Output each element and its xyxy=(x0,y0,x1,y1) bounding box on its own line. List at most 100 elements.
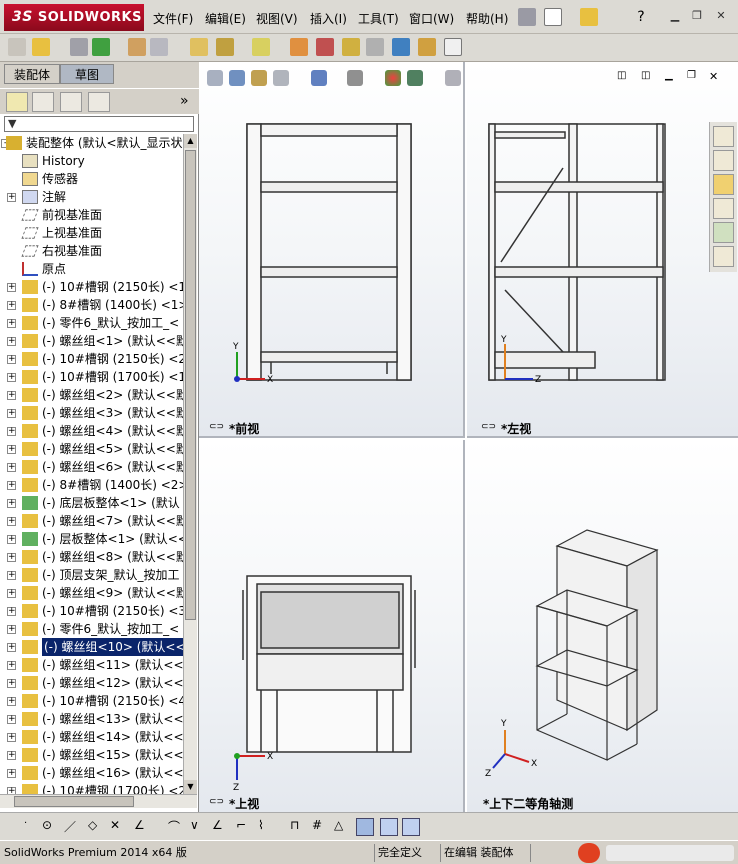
arc-icon[interactable]: ⌒ xyxy=(168,820,181,834)
view-settings-icon[interactable] xyxy=(445,70,461,86)
dimension-icon[interactable]: ⊓ xyxy=(290,818,300,832)
tree-item[interactable]: 原点 xyxy=(0,260,183,278)
tree-item[interactable]: +(-) 螺丝组<15> (默认<<默 xyxy=(0,746,183,764)
tree-item[interactable]: +注解 xyxy=(0,188,183,206)
expand-icon[interactable]: + xyxy=(7,408,16,418)
scroll-down-icon[interactable]: ▼ xyxy=(184,780,197,794)
expand-icon[interactable]: + xyxy=(7,282,16,292)
tree-item[interactable]: 上视基准面 xyxy=(0,224,183,242)
mate-icon[interactable] xyxy=(92,38,110,56)
rectangle-corner-icon[interactable]: ⌐ xyxy=(236,818,247,832)
move-component-icon[interactable] xyxy=(190,38,208,56)
tree-item[interactable]: +(-) 零件6_默认_按加工_< xyxy=(0,314,183,332)
line-icon[interactable]: ／ xyxy=(64,820,77,834)
section-icon[interactable] xyxy=(316,38,334,56)
open-folder-icon[interactable] xyxy=(580,8,598,26)
angle-icon[interactable]: ∠ xyxy=(134,818,145,832)
tree-item[interactable]: +(-) 零件6_默认_按加工_< xyxy=(0,620,183,638)
expand-icon[interactable]: + xyxy=(7,192,16,202)
solid-box-icon[interactable] xyxy=(356,818,374,836)
spline-icon[interactable]: ⌇ xyxy=(258,818,264,832)
view-orientation-icon[interactable] xyxy=(311,70,327,86)
tree-item[interactable]: +(-) 8#槽钢 (1400长) <1> xyxy=(0,296,183,314)
preview-icon[interactable] xyxy=(150,38,168,56)
expand-icon[interactable]: + xyxy=(7,426,16,436)
link-icon[interactable]: ⊂⊃ xyxy=(209,422,225,432)
scroll-up-icon[interactable]: ▲ xyxy=(184,134,197,148)
tree-vertical-scrollbar[interactable]: ▲ ▼ xyxy=(183,134,197,794)
scroll-thumb[interactable] xyxy=(185,150,196,620)
input-method-icon[interactable] xyxy=(578,843,600,863)
tree-item[interactable]: +(-) 螺丝组<13> (默认<<默 xyxy=(0,710,183,728)
tile-right-icon[interactable]: ◫ xyxy=(641,70,651,81)
polygon-icon[interactable]: ◇ xyxy=(88,818,98,832)
home-icon[interactable] xyxy=(713,126,734,147)
open-tool-icon[interactable] xyxy=(32,38,50,56)
vp-minimize-icon[interactable]: ▁ xyxy=(665,70,673,81)
tab-sketch[interactable]: 草图 xyxy=(60,64,114,84)
expand-icon[interactable]: + xyxy=(7,390,16,400)
help-icon[interactable]: ? xyxy=(637,9,645,25)
circle-icon[interactable]: ⊙ xyxy=(42,818,53,832)
tree-item[interactable]: +(-) 螺丝组<7> (默认<<默 xyxy=(0,512,183,530)
expand-icon[interactable]: + xyxy=(7,336,16,346)
file-explorer-icon[interactable] xyxy=(713,174,734,195)
expand-icon[interactable]: + xyxy=(7,534,16,544)
tree-item[interactable]: History xyxy=(0,152,183,170)
ime-toolbar[interactable] xyxy=(606,845,734,861)
point-icon[interactable]: · xyxy=(24,818,28,829)
link-icon[interactable]: ⊂⊃ xyxy=(481,422,497,432)
vp-restore-icon[interactable]: ❐ xyxy=(687,70,696,81)
expand-arrow-icon[interactable]: » xyxy=(180,93,189,109)
menu-window[interactable]: 窗口(W) xyxy=(409,12,455,26)
menu-file[interactable]: 文件(F) xyxy=(153,12,194,26)
tree-item[interactable]: +(-) 螺丝组<11> (默认<<默 xyxy=(0,656,183,674)
expand-icon[interactable]: + xyxy=(7,624,16,634)
menu-tools[interactable]: 工具(T) xyxy=(358,12,399,26)
viewport-top[interactable]: X Z *上视 ⊂⊃ xyxy=(199,440,465,812)
viewport-left[interactable]: ◫ ◫ ▁ ❐ ✕ Y Z xyxy=(467,62,738,438)
expand-icon[interactable]: + xyxy=(7,570,16,580)
tab-assembly[interactable]: 装配体 xyxy=(4,64,60,84)
vp-close-icon[interactable]: ✕ xyxy=(709,70,719,83)
expand-icon[interactable]: + xyxy=(7,606,16,616)
tree-item[interactable]: +(-) 顶层支架_默认_按加工 xyxy=(0,566,183,584)
interference-icon[interactable] xyxy=(290,38,308,56)
expand-icon[interactable]: + xyxy=(7,732,16,742)
mass-properties-icon[interactable] xyxy=(418,38,436,56)
menu-help[interactable]: 帮助(H) xyxy=(466,12,509,26)
display-manager-icon[interactable] xyxy=(88,92,110,112)
angle-tool-icon[interactable]: △ xyxy=(334,818,344,832)
viewport-isometric[interactable]: Y X Z *上下二等角轴测 xyxy=(467,440,738,812)
expand-icon[interactable]: + xyxy=(7,354,16,364)
disabled-tool-icon[interactable] xyxy=(366,38,384,56)
graphics-area[interactable]: Y X *前视 ⊂⊃ ◫ ◫ ▁ ❐ ✕ xyxy=(199,62,738,812)
previous-view-icon[interactable] xyxy=(251,70,267,86)
tree-item[interactable]: +(-) 螺丝组<9> (默认<<默 xyxy=(0,584,183,602)
viewport-front[interactable]: Y X *前视 ⊂⊃ xyxy=(199,62,465,438)
tree-item[interactable]: 前视基准面 xyxy=(0,206,183,224)
tree-filter[interactable]: ▼ xyxy=(4,116,194,132)
assembly-tool-icon[interactable] xyxy=(8,38,26,56)
tile-left-icon[interactable]: ◫ xyxy=(617,70,627,81)
tree-item[interactable]: +(-) 螺丝组<1> (默认<<默 xyxy=(0,332,183,350)
minimize-icon[interactable]: ▁ xyxy=(670,9,680,22)
link-icon[interactable]: ⊂⊃ xyxy=(209,797,225,807)
display-style-icon[interactable] xyxy=(347,70,363,86)
menu-insert[interactable]: 插入(I) xyxy=(310,12,347,26)
close-icon[interactable]: ✕ xyxy=(716,9,726,22)
scene-icon[interactable] xyxy=(407,70,423,86)
expand-icon[interactable]: + xyxy=(7,300,16,310)
expand-icon[interactable]: + xyxy=(7,588,16,598)
tree-item[interactable]: +(-) 螺丝组<2> (默认<<默 xyxy=(0,386,183,404)
new-document-icon[interactable] xyxy=(544,8,562,26)
expand-icon[interactable]: + xyxy=(7,642,16,652)
measure-icon[interactable] xyxy=(392,38,410,56)
tree-item[interactable]: +(-) 10#槽钢 (1700长) <1 xyxy=(0,368,183,386)
feature-manager-icon[interactable] xyxy=(6,92,28,112)
expand-icon[interactable]: + xyxy=(7,678,16,688)
tree-item[interactable]: +(-) 螺丝组<16> (默认<<默 xyxy=(0,764,183,782)
slot-icon[interactable]: ∠ xyxy=(212,818,223,832)
tree-item[interactable]: +(-) 螺丝组<5> (默认<<默 xyxy=(0,440,183,458)
